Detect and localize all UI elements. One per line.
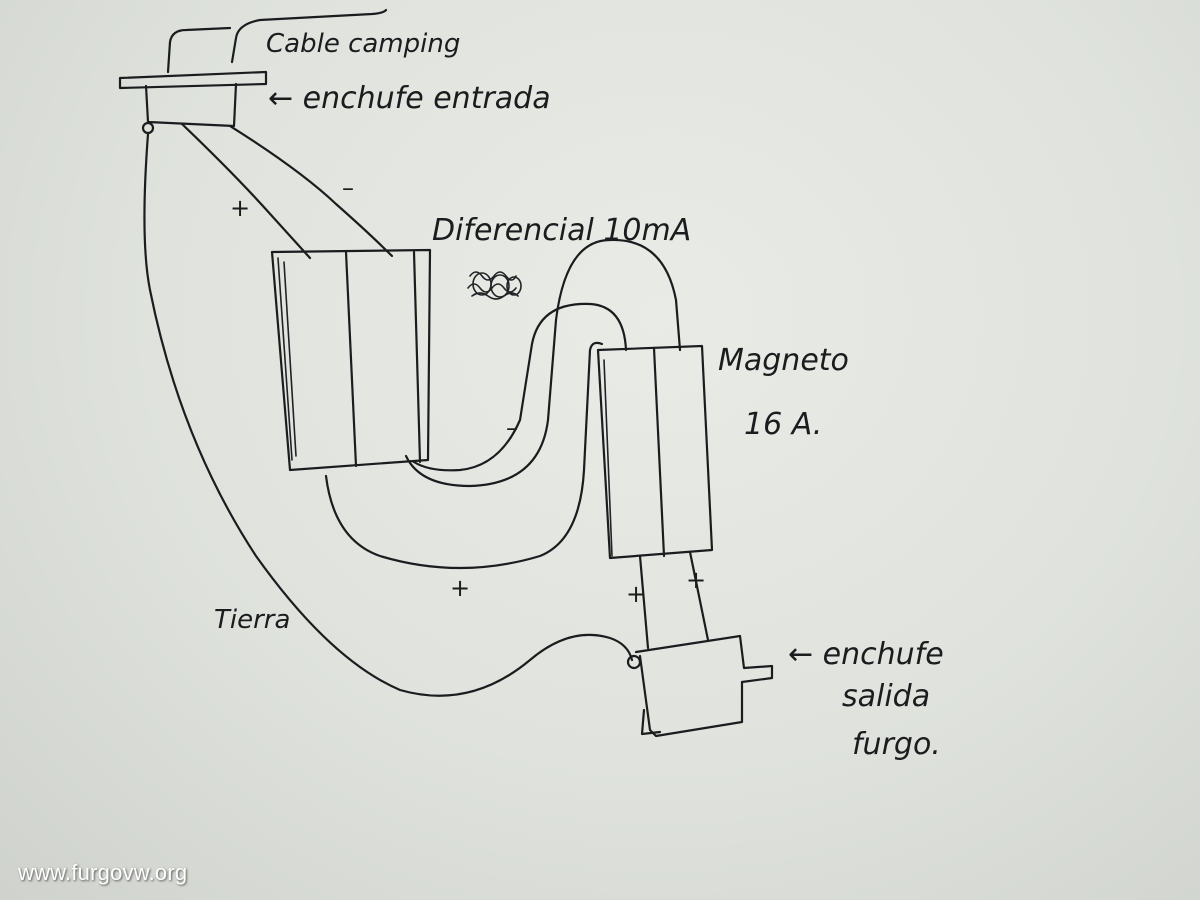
label-differential: Diferencial 10mA — [432, 213, 691, 248]
wire-bridge-minus — [404, 238, 682, 488]
label-magneto: Magneto — [718, 343, 849, 378]
label-cable: Cable camping — [266, 29, 460, 59]
label-magneto-rating: 16 A. — [744, 407, 822, 442]
wire-bridge-inner — [412, 302, 628, 472]
label-outlet-plug-line1: ← enchufe — [788, 637, 944, 672]
sign-plus-out-right: + — [686, 566, 706, 594]
differential-breaker — [270, 248, 432, 472]
outlet-plug — [626, 634, 774, 738]
label-earth: Tierra — [214, 605, 290, 635]
wire-outlet-plus — [638, 554, 650, 650]
sign-plus-bottom: + — [450, 574, 470, 602]
wire-earth — [143, 132, 634, 697]
watermark-text: www.furgovw.org — [18, 860, 188, 885]
wire-outlet-minus — [688, 550, 710, 642]
wire-inlet-minus — [228, 124, 394, 258]
sign-minus-bridge: – — [506, 414, 518, 442]
sign-minus-inlet: – — [342, 174, 354, 202]
magneto-breaker — [596, 344, 714, 560]
inlet-plug — [118, 8, 388, 135]
label-outlet-plug-line2: salida — [842, 679, 930, 714]
label-inlet-plug: ← enchufe entrada — [268, 81, 551, 116]
wire-bridge-plus — [324, 341, 604, 570]
wire-inlet-plus — [180, 122, 312, 260]
scribble-mark — [467, 271, 522, 300]
sign-plus-out-left: + — [626, 580, 646, 608]
sign-plus-inlet: + — [230, 194, 250, 222]
label-outlet-plug-line3: furgo. — [852, 727, 941, 762]
